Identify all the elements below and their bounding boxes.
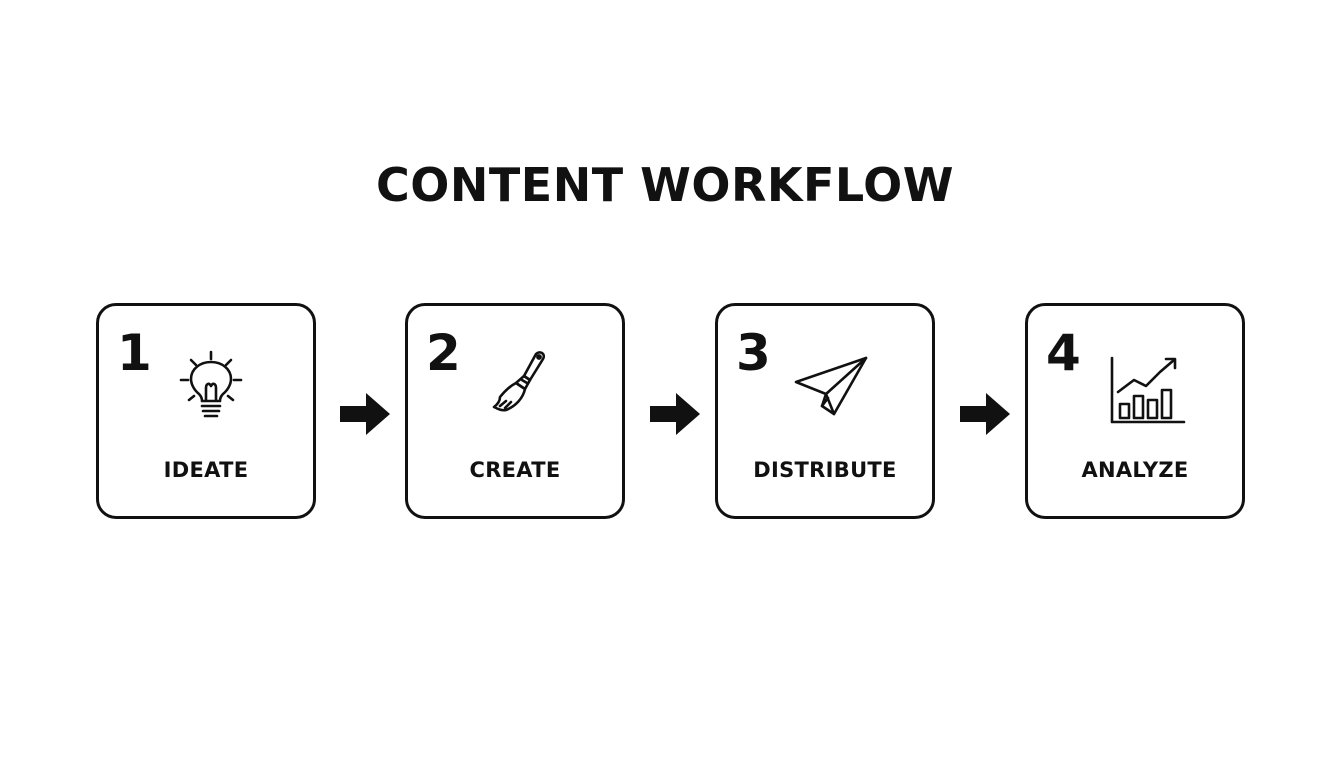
step-label: CREATE — [469, 458, 561, 482]
arrow-right-icon — [958, 391, 1012, 437]
diagram-title: CONTENT WORKFLOW — [376, 158, 954, 212]
paintbrush-icon — [478, 344, 562, 428]
paper-plane-icon — [788, 344, 872, 428]
arrow-right-icon — [648, 391, 702, 437]
step-number: 2 — [426, 324, 461, 382]
step-label: DISTRIBUTE — [753, 458, 897, 482]
step-analyze: 4 ANALYZE — [1025, 303, 1245, 519]
bar-chart-growth-icon — [1104, 344, 1188, 428]
step-distribute: 3 DISTRIBUTE — [715, 303, 935, 519]
step-label: ANALYZE — [1081, 458, 1189, 482]
step-number: 4 — [1046, 324, 1081, 382]
step-label: IDEATE — [163, 458, 249, 482]
lightbulb-icon — [169, 344, 253, 428]
step-create: 2 CREATE — [405, 303, 625, 519]
step-number: 1 — [117, 324, 152, 382]
step-ideate: 1 IDEATE — [96, 303, 316, 519]
arrow-right-icon — [338, 391, 392, 437]
step-number: 3 — [736, 324, 771, 382]
